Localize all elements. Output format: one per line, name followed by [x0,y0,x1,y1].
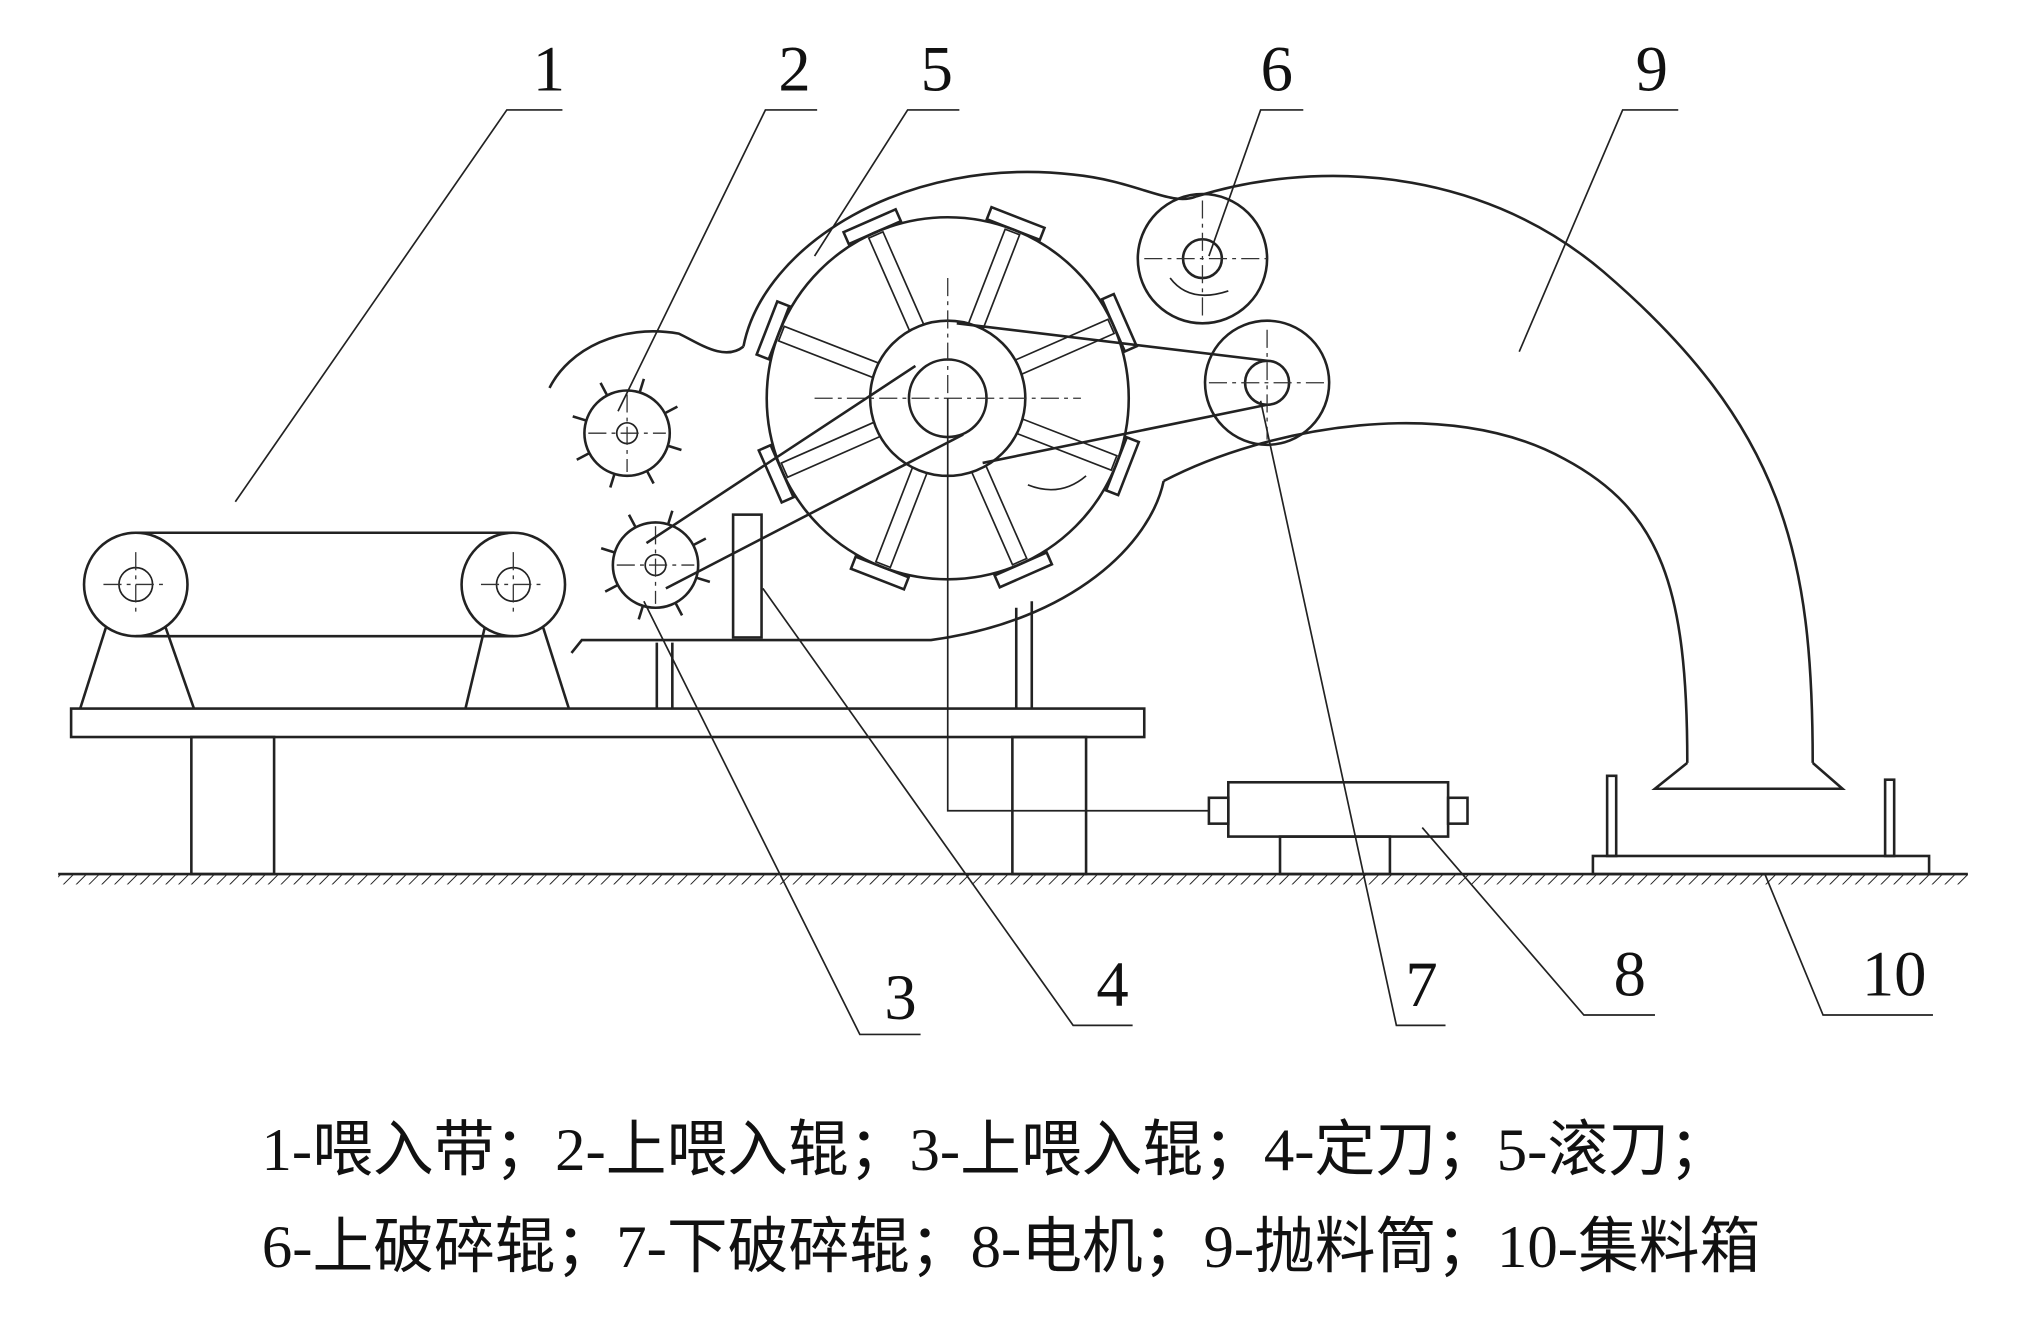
cutter-spoke [1016,418,1118,472]
roller-tooth [667,444,682,452]
fixed-knife [731,513,763,639]
label-1: 1 [533,33,565,105]
label-9: 9 [1636,33,1668,105]
cutter-spoke [777,325,880,379]
rotation-arrow [1027,475,1087,491]
roller-tooth [695,576,711,584]
label-7: 7 [1405,948,1437,1020]
lower-feed-roller [600,510,711,620]
upper-feed-roller [572,378,682,488]
label-2: 2 [778,33,810,105]
leader-lines [234,109,1933,1036]
roller-tooth [627,514,637,528]
cutter-blade [985,205,1047,242]
cutter-spoke [1014,318,1116,376]
roller-tooth [666,510,674,525]
label-8: 8 [1614,938,1646,1010]
upper-crusher-roller [1136,192,1269,325]
cutter-blade [841,207,903,246]
lower-crusher-roller [1203,319,1331,447]
feed-belt [78,531,571,710]
cutter-spoke [967,228,1021,330]
roller-tooth [674,602,684,616]
cutter-blade [754,299,792,361]
roller-tooth [576,451,590,461]
drive-belts [645,321,1268,812]
roller-tooth [645,470,655,485]
caption-line-1: 1-喂入带；2-上喂入辊；3-上喂入辊；4-定刀；5-滚刀； [262,1117,1730,1184]
roller-tooth [609,473,616,488]
cutter-spoke [780,421,881,479]
roller-tooth [692,537,707,547]
caption-line-2: 6-上破碎辊；7-下破碎辊；8-电机；9-抛料筒；10-集料箱 [262,1214,1760,1281]
roller-tooth [638,378,646,393]
roller-tooth [600,547,616,554]
cutter-spoke [867,230,925,332]
label-5: 5 [921,33,953,105]
motor [1207,780,1469,876]
label-6: 6 [1261,33,1293,105]
roller-tooth [637,605,645,620]
cutter-blade [757,443,796,505]
cutter-spoke [874,466,928,569]
roller-tooth [604,583,619,593]
label-10: 10 [1862,938,1927,1010]
housing-and-duct [548,170,1846,791]
label-3: 3 [884,961,916,1033]
roller-tooth [664,405,679,415]
collection-box [1591,774,1931,876]
cutter-blade [1100,292,1139,354]
frame-table [69,601,1146,876]
ground [58,872,1968,885]
cutter-spoke [970,465,1028,566]
cutter-blade [1104,435,1141,497]
cutter-blade [992,550,1054,589]
label-4: 4 [1096,948,1128,1020]
roller-tooth [572,415,587,422]
cutter-blade [849,555,911,592]
roller-tooth [599,382,609,397]
